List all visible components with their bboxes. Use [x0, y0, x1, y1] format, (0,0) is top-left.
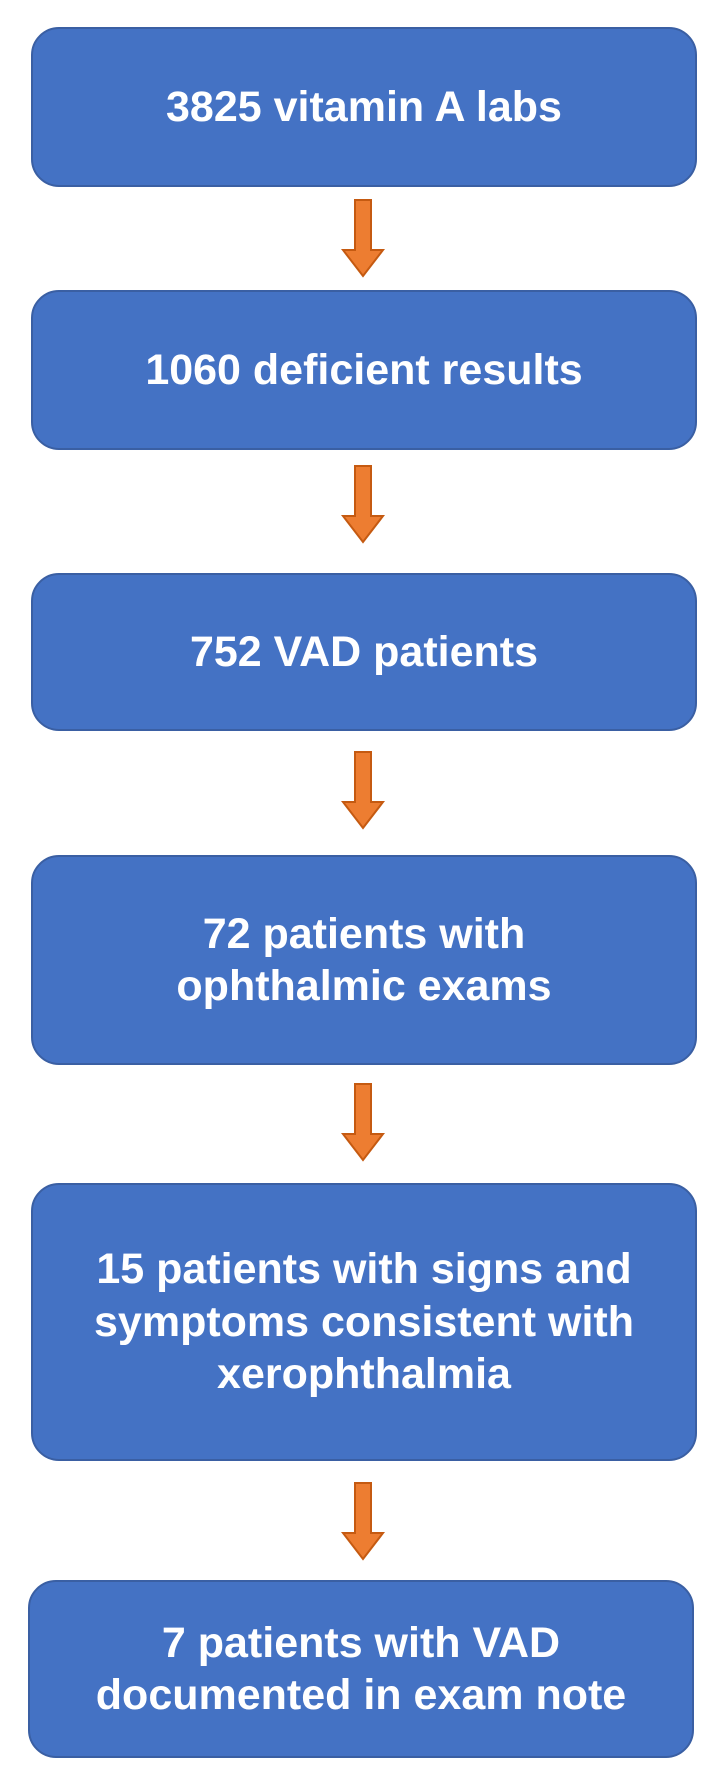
- flow-step-4: 72 patients with ophthalmic exams: [31, 855, 697, 1065]
- flow-step-1: 3825 vitamin A labs: [31, 27, 697, 187]
- down-arrow-icon: [341, 199, 385, 278]
- flow-step-3-label: 752 VAD patients: [189, 627, 539, 676]
- flow-step-5-label: 15 patients with signs and symptoms cons…: [94, 1245, 634, 1399]
- down-arrow-icon: [341, 1083, 385, 1162]
- flow-step-1-label: 3825 vitamin A labs: [166, 82, 562, 131]
- down-arrow-icon: [341, 751, 385, 830]
- flow-step-4-label: 72 patients with ophthalmic exams: [176, 909, 552, 1010]
- down-arrow-icon: [341, 1482, 385, 1561]
- flow-step-2: 1060 deficient results: [31, 290, 697, 450]
- flow-step-5: 15 patients with signs and symptoms cons…: [31, 1183, 697, 1461]
- flow-step-2-label: 1060 deficient results: [145, 345, 583, 394]
- down-arrow-icon: [341, 465, 385, 544]
- flow-step-3: 752 VAD patients: [31, 573, 697, 731]
- flow-step-6-label: 7 patients with VAD documented in exam n…: [95, 1618, 627, 1719]
- flow-step-6: 7 patients with VAD documented in exam n…: [28, 1580, 694, 1758]
